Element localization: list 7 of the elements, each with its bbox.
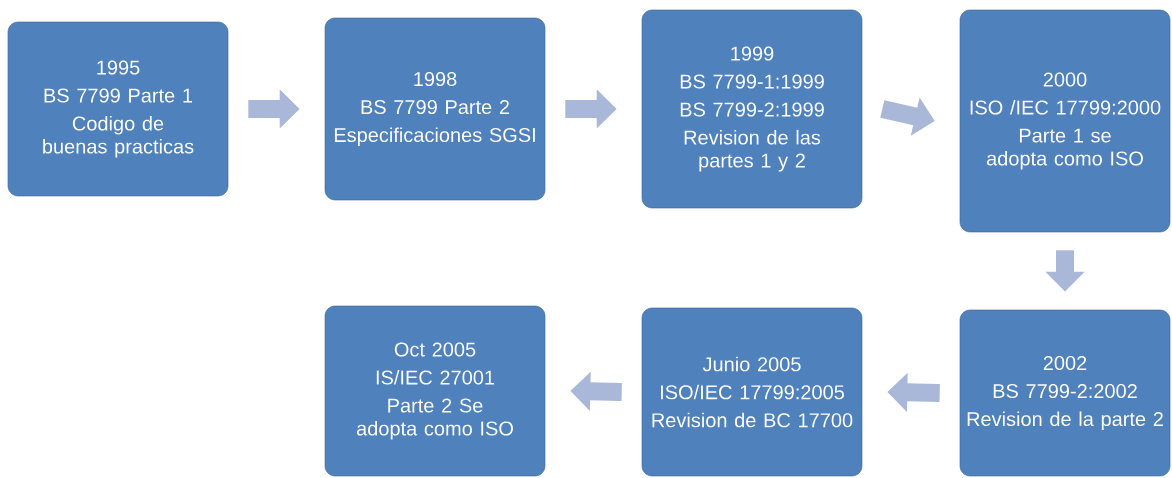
timeline-box: Junio 2005 ISO/IEC 17799:2005 Revision de BC 17700 <box>641 307 863 477</box>
timeline-box: 1999 BS 7799-1:1999 BS 7799-2:1999 Revision de las partes 1 y 2 <box>641 9 863 209</box>
timeline-box: Oct 2005 IS/IEC 27001 Parte 2 Se adopta como ISO <box>324 305 546 477</box>
timeline-box: 2002 BS 7799-2:2002 Revision de la parte 2 <box>959 309 1171 477</box>
timeline-box: 1995 BS 7799 Parte 1 Codigo de buenas practicas <box>7 21 229 197</box>
timeline-box: 2000 ISO /IEC 17799:2000 Parte 1 se adopta como ISO <box>959 9 1171 233</box>
timeline-box: 1998 BS 7799 Parte 2 Especificaciones SGSI <box>324 17 546 201</box>
